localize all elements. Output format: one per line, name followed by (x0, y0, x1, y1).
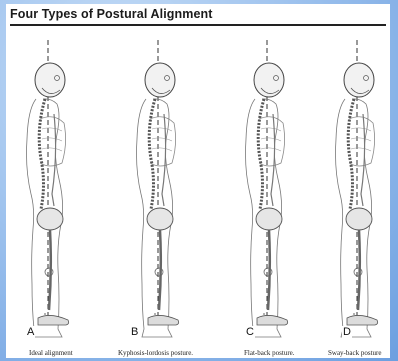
panel-letter-c: C (245, 326, 255, 338)
panel-letter-d: D (342, 326, 352, 338)
caption-flat-back: Flat-back posture. (244, 349, 295, 357)
panel-letter-b: B (130, 326, 139, 338)
caption-ideal-alignment: Ideal alignment (29, 349, 73, 357)
caption-sway-back: Sway-back posture (328, 349, 381, 357)
caption-kyphosis-lordosis: Kyphosis-lordosis posture. (118, 349, 193, 357)
panel-letter-a: A (26, 326, 35, 338)
